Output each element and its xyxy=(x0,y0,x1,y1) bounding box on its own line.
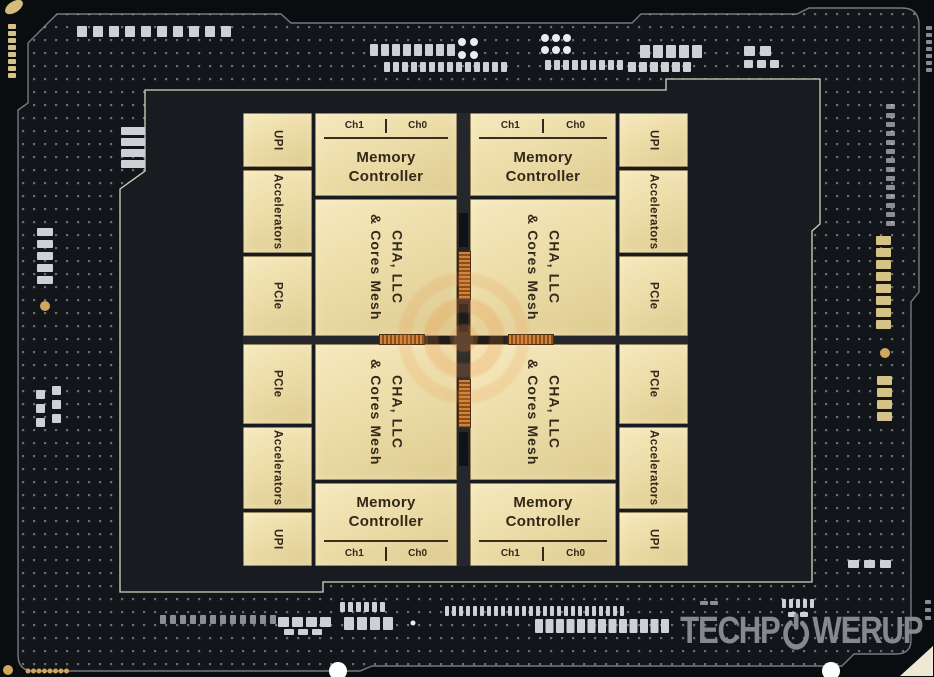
gap-connector xyxy=(459,432,468,466)
upi-block: UPI xyxy=(243,512,312,566)
mc-line1: Memory xyxy=(513,493,573,511)
gold-via xyxy=(880,348,890,358)
accelerators-label: Accelerators xyxy=(647,173,660,250)
compute-column: CHA, LLC & Cores Mesh Memory Controller … xyxy=(315,344,457,566)
memory-channel-strip: Ch1 Ch0 xyxy=(324,540,448,565)
pcie-block: PCIe xyxy=(243,256,312,336)
emib-bridge-left xyxy=(379,334,425,345)
capacitor-clusters xyxy=(8,24,932,674)
channel-label-ch0: Ch0 xyxy=(566,120,586,131)
channel-label-ch0: Ch0 xyxy=(408,120,428,131)
pcie-label: PCIe xyxy=(271,370,284,398)
gap-connector xyxy=(459,213,468,247)
memory-channel-strip: Ch1 Ch0 xyxy=(479,114,607,139)
mc-line2: Controller xyxy=(505,513,581,530)
accelerators-label: Accelerators xyxy=(271,430,284,506)
channel-label-ch1: Ch1 xyxy=(500,120,520,131)
mc-line1: Memory xyxy=(513,148,573,166)
io-column: UPI Accelerators PCIe xyxy=(243,113,312,336)
pcie-block: PCIe xyxy=(619,256,688,336)
pcie-block: PCIe xyxy=(243,344,312,424)
pcie-label: PCIe xyxy=(647,282,660,310)
upi-label: UPI xyxy=(647,528,660,550)
memory-channel-strip: Ch1 Ch0 xyxy=(479,540,607,565)
memory-controller-label: Memory Controller xyxy=(349,484,424,540)
mc-line2: Controller xyxy=(348,168,424,185)
tile-gap-horizontal xyxy=(243,334,688,345)
cores-mesh-label: CHA, LLC & Cores Mesh xyxy=(368,358,406,466)
memory-controller-block: Memory Controller Ch1 Ch0 xyxy=(315,483,457,566)
channel-divider-icon xyxy=(384,118,388,133)
mc-line2: Controller xyxy=(348,513,424,530)
cores-mesh-label: CHA, LLC & Cores Mesh xyxy=(525,214,563,321)
tile-top-left: UPI Accelerators PCIe Ch1 Ch0 Memory Con… xyxy=(243,113,457,336)
memory-controller-block: Ch1 Ch0 Memory Controller xyxy=(315,113,457,196)
accelerators-block: Accelerators xyxy=(619,427,688,509)
cores-mesh-label: CHA, LLC & Cores Mesh xyxy=(368,214,406,321)
emib-bridge-top xyxy=(458,251,471,300)
tile-bottom-left: PCIe Accelerators UPI CHA, LLC & Cores M… xyxy=(243,344,457,566)
upi-block: UPI xyxy=(243,113,312,167)
channel-divider-icon xyxy=(384,546,388,561)
memory-controller-block: Memory Controller Ch1 Ch0 xyxy=(470,483,616,566)
brand-suffix: WERUP xyxy=(812,609,923,652)
memory-channel-strip: Ch1 Ch0 xyxy=(324,114,448,139)
cores-mesh-label: CHA, LLC & Cores Mesh xyxy=(525,358,563,466)
channel-label-ch1: Ch1 xyxy=(344,120,364,131)
upi-label: UPI xyxy=(647,129,660,151)
accelerators-label: Accelerators xyxy=(647,430,660,506)
memory-controller-label: Memory Controller xyxy=(349,139,424,195)
accelerators-block: Accelerators xyxy=(243,427,312,509)
pcie-label: PCIe xyxy=(647,370,660,398)
compute-column: CHA, LLC & Cores Mesh Memory Controller … xyxy=(470,344,616,566)
memory-controller-block: Ch1 Ch0 Memory Controller xyxy=(470,113,616,196)
mc-line2: Controller xyxy=(505,168,581,185)
io-column: PCIe Accelerators UPI xyxy=(619,344,688,566)
mc-line1: Memory xyxy=(356,493,416,511)
alignment-dot xyxy=(822,662,840,677)
memory-controller-label: Memory Controller xyxy=(506,484,581,540)
pcie-block: PCIe xyxy=(619,344,688,424)
compute-column: Ch1 Ch0 Memory Controller CHA, LLC & Cor… xyxy=(470,113,616,336)
compute-column: Ch1 Ch0 Memory Controller CHA, LLC & Cor… xyxy=(315,113,457,336)
gap-connector xyxy=(473,336,505,344)
cores-mesh-block: CHA, LLC & Cores Mesh xyxy=(315,344,457,480)
alignment-dot xyxy=(329,662,347,677)
upi-block: UPI xyxy=(619,113,688,167)
cores-mesh-block: CHA, LLC & Cores Mesh xyxy=(470,199,616,336)
brand-prefix: TECHP xyxy=(679,609,781,652)
channel-label-ch0: Ch0 xyxy=(566,548,586,559)
mc-line1: Memory xyxy=(356,148,416,166)
power-icon xyxy=(783,613,810,650)
io-column: PCIe Accelerators UPI xyxy=(243,344,312,566)
emib-bridge-right xyxy=(508,334,554,345)
pcie-label: PCIe xyxy=(271,282,284,310)
tile-top-right: UPI Accelerators PCIe Ch1 Ch0 Memory Con… xyxy=(470,113,688,336)
gap-connector xyxy=(459,304,468,332)
memory-controller-label: Memory Controller xyxy=(506,139,581,195)
cores-mesh-block: CHA, LLC & Cores Mesh xyxy=(315,199,457,336)
gold-via xyxy=(40,301,50,311)
gap-connector xyxy=(428,336,454,344)
channel-label-ch1: Ch1 xyxy=(344,548,364,559)
emib-bridge-bottom xyxy=(458,379,471,428)
corner-triangle-icon xyxy=(900,646,933,676)
upi-label: UPI xyxy=(271,129,284,151)
tile-bottom-right: PCIe Accelerators UPI CHA, LLC & Cores M… xyxy=(470,344,688,566)
upi-block: UPI xyxy=(619,512,688,566)
channel-label-ch0: Ch0 xyxy=(408,548,428,559)
channel-label-ch1: Ch1 xyxy=(500,548,520,559)
channel-divider-icon xyxy=(541,546,545,561)
cores-mesh-block: CHA, LLC & Cores Mesh xyxy=(470,344,616,480)
techpowerup-watermark: TECHP WERUP xyxy=(679,608,923,654)
channel-divider-icon xyxy=(541,118,545,133)
upi-label: UPI xyxy=(271,528,284,550)
io-column: UPI Accelerators PCIe xyxy=(619,113,688,336)
gold-via xyxy=(3,665,13,675)
pin1-marker-icon xyxy=(5,0,23,15)
accelerators-block: Accelerators xyxy=(243,170,312,253)
accelerators-label: Accelerators xyxy=(271,173,284,250)
accelerators-block: Accelerators xyxy=(619,170,688,253)
